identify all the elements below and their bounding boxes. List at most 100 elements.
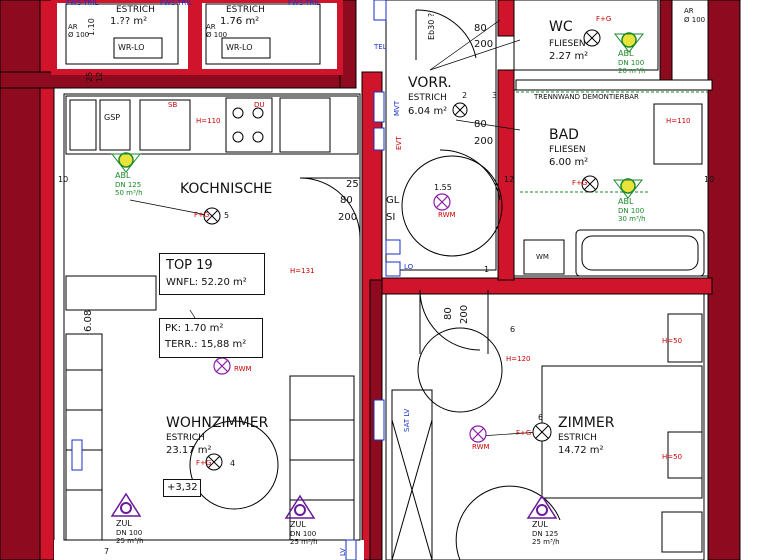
door-num: 1.55	[434, 183, 452, 192]
ar-label-1: AR	[68, 23, 78, 31]
zul2-label: ZUL	[290, 520, 306, 529]
zul2-dn: DN 100	[290, 530, 317, 538]
room-area-bad: 6.00 m²	[549, 157, 589, 168]
light-icon	[205, 453, 223, 471]
door-gl: GL	[386, 195, 400, 206]
room-name-bad: BAD	[549, 127, 579, 143]
fg-label-5: F+G	[516, 429, 532, 437]
dim-110: 1.10	[87, 18, 96, 36]
num-6b: 6	[538, 413, 544, 422]
fg-label-1: F+G	[596, 15, 612, 23]
unit-title: TOP 19	[166, 258, 213, 273]
ar-label-2: AR	[206, 23, 216, 31]
room-name-vorr: VORR.	[408, 75, 452, 91]
light-icon	[452, 102, 468, 118]
door1-width: 80	[474, 23, 487, 34]
partition-label: TRENNWAND DEMONTIERBAR	[534, 93, 639, 101]
room-finish-wc: FLIESEN	[549, 39, 586, 49]
tag-h50b: H=50	[662, 453, 683, 461]
ar-dim-2: Ø 100	[206, 31, 228, 39]
rwm-label-3: RWM	[472, 443, 490, 451]
dim-12: 12	[95, 71, 104, 82]
fg-label-2: F+G	[572, 179, 588, 187]
zimmer-top-wall	[381, 277, 713, 295]
outdoor-terr: TERR.: 15,88 m²	[165, 339, 247, 350]
panel-icon	[373, 0, 387, 21]
num-2: 2	[462, 91, 468, 100]
tag-sat: SAT LV	[403, 408, 411, 432]
storage-rooms	[51, 0, 343, 75]
lv-outlet-icon	[345, 539, 357, 560]
storage-1-area: 1.?? m²	[110, 16, 148, 27]
tag-lv: LV	[339, 548, 347, 556]
storage-2-area: 1.76 m²	[220, 16, 260, 27]
tag-wm: WM	[536, 253, 549, 261]
abl1-dn: DN 100	[618, 59, 645, 67]
abl3-label: ABL	[115, 171, 131, 180]
zul3-flow: 25 m³/h	[532, 538, 560, 546]
tag-evt: EVT	[395, 136, 403, 151]
dim-10b: 10	[704, 175, 715, 184]
abl1-label: ABL	[618, 49, 634, 58]
dim-10: 10	[58, 175, 69, 184]
room-name-wc: WC	[549, 19, 573, 35]
smoke-detector-icon	[213, 357, 231, 375]
smoke-detector-icon	[433, 193, 451, 211]
door2-width: 80	[474, 119, 487, 130]
unit-wnfl: WNFL: 52.20 m²	[166, 277, 247, 288]
electrical-devices	[71, 0, 401, 560]
door2-height: 200	[474, 136, 494, 147]
tag-du: DU	[254, 101, 265, 109]
zul2-flow: 25 m³/h	[290, 538, 318, 546]
zul3-dn: DN 125	[532, 530, 559, 538]
tag-h110b: H=110	[666, 117, 691, 125]
smoke-detector-icon	[469, 425, 487, 443]
switch-icon	[385, 261, 401, 277]
num-5: 5	[224, 211, 230, 220]
dim-25: 25	[85, 71, 94, 82]
room-area-vorr: 6.04 m²	[408, 106, 448, 117]
wrlo-label-1: WR-LO	[118, 43, 145, 52]
exhaust-vents	[110, 32, 645, 199]
room-area-wc: 2.27 m²	[549, 51, 589, 62]
storage-1-finish: ESTRICH	[116, 5, 155, 15]
wrlo-label-2: WR-LO	[226, 43, 253, 52]
fg-label-3: F+G	[194, 211, 210, 219]
exhaust-vent-icon	[613, 32, 645, 53]
zul1-label: ZUL	[116, 519, 132, 528]
tag-lo: LO	[404, 263, 414, 271]
outdoor-pk: PK: 1.70 m²	[165, 323, 224, 334]
kitchen-counter	[65, 95, 359, 155]
ar-dim-1: Ø 100	[68, 31, 90, 39]
room-finish-wohnzimmer: ESTRICH	[166, 433, 205, 443]
fws-label-3: FWS-TRIL	[288, 0, 321, 7]
ceiling-lights	[203, 29, 601, 471]
door4-height: 200	[459, 304, 470, 324]
supply-vent-icon	[284, 494, 316, 519]
level-value: +3,32	[167, 482, 198, 493]
interior-lines	[63, 0, 709, 560]
bath-fixtures	[523, 103, 705, 277]
room-finish-bad: FLIESEN	[549, 145, 586, 155]
dim-608: 6.08	[83, 309, 94, 332]
zul1-flow: 25 m³/h	[116, 537, 144, 545]
abl1-flow: 20 m³/h	[618, 67, 646, 75]
room-name-kochnische: KOCHNISCHE	[180, 181, 273, 197]
tag-sb: SB	[168, 101, 178, 109]
door3-width: 80	[340, 195, 353, 206]
light-icon	[203, 207, 221, 225]
tag-gsp: GSP	[104, 113, 121, 122]
room-area-zimmer: 14.72 m²	[558, 445, 604, 456]
fg-label-4: F+G	[196, 459, 212, 467]
num-1: 1	[484, 265, 490, 274]
dim-eb30: Eb30 ?	[427, 12, 436, 40]
mvt-panel-icon	[373, 91, 385, 123]
tag-h110: H=110	[196, 117, 221, 125]
supply-vent-icon	[526, 494, 558, 519]
room-finish-zimmer: ESTRICH	[558, 433, 597, 443]
abl3-dn: DN 125	[115, 181, 142, 189]
switch-icon	[385, 239, 401, 255]
room-area-wohnzimmer: 23.17 m²	[166, 445, 212, 456]
light-icon	[532, 422, 552, 442]
